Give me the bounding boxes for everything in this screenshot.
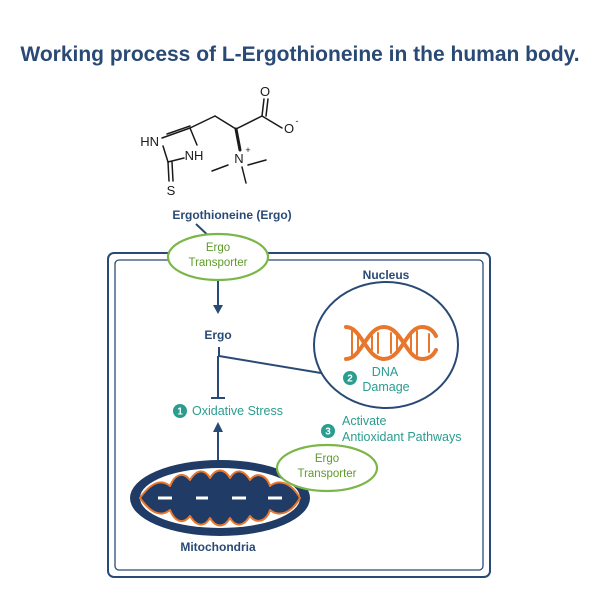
ergo-import-arrowhead [213, 305, 223, 314]
nucleus: Nucleus 2 DNA Damage [313, 268, 459, 409]
step-3-number: 3 [325, 427, 331, 438]
step-3-line1: Activate [342, 414, 387, 428]
transporter-top-ellipse [166, 232, 270, 282]
transporter-top-line2: Transporter [188, 257, 247, 269]
step-1-text: Oxidative Stress [192, 404, 283, 418]
step-3-badge [321, 424, 335, 438]
transporter-bottom-line1: Ergo [315, 453, 339, 465]
atom-charge-minus: - [296, 116, 299, 126]
ergothioneine-structure [161, 98, 283, 184]
step-2-line1: DNA [372, 365, 399, 379]
mitochondria: Mitochondria [130, 460, 310, 554]
atom-o-top: O [260, 84, 270, 99]
step-3-line2: Antioxidant Pathways [342, 430, 462, 444]
mitochondria-cristae [139, 469, 301, 527]
cell-inner-membrane [114, 259, 484, 571]
ergo-label: Ergo [204, 328, 231, 342]
dna-helix-icon [344, 324, 438, 362]
transporter-top-line1: Ergo [206, 242, 230, 254]
ergo-transporter-top: Ergo Transporter [166, 232, 270, 282]
atom-n: N [234, 151, 243, 166]
mito-stress-arrowhead [213, 422, 223, 432]
step-2-line2: Damage [362, 380, 409, 394]
step-2-number: 2 [347, 374, 353, 385]
atom-s: S [167, 183, 176, 198]
mitochondria-label: Mitochondria [180, 540, 256, 554]
ergo-transporter-bottom: Ergo Transporter [275, 443, 379, 493]
cell-outer-membrane [107, 252, 491, 578]
step-3-activate-antioxidant: 3 Activate Antioxidant Pathways [321, 414, 462, 444]
step-1-badge [173, 404, 187, 418]
molecule-label: Ergothioneine (Ergo) [172, 208, 291, 222]
nucleus-label: Nucleus [363, 268, 410, 282]
step-1-number: 1 [177, 407, 183, 418]
atom-charge-plus: + [245, 145, 250, 155]
step-1-oxidative-stress: 1 Oxidative Stress [173, 404, 283, 418]
atom-nh: NH [185, 148, 204, 163]
page-title: Working process of L-Ergothioneine in th… [20, 43, 579, 66]
transporter-bottom-ellipse [275, 443, 379, 493]
atom-hn: HN [140, 134, 159, 149]
molecule-atom-labels: O O - HN NH S N + [140, 84, 298, 198]
step-2-badge [343, 371, 357, 385]
transporter-bottom-line2: Transporter [297, 468, 356, 480]
atom-o-minus: O [284, 121, 294, 136]
